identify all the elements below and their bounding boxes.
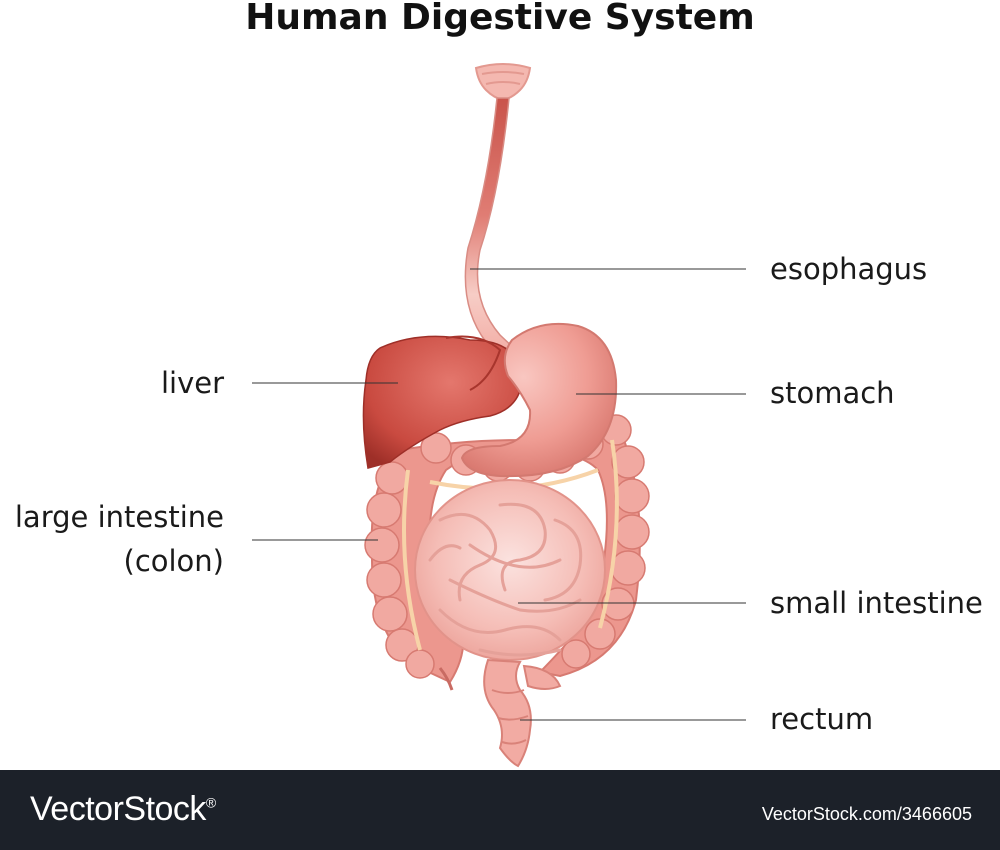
large-intestine-label-line1: large intestine bbox=[14, 500, 224, 534]
esophagus-label: esophagus bbox=[770, 252, 928, 286]
vectorstock-logo: VectorStock® bbox=[30, 790, 216, 829]
rectum-label: rectum bbox=[770, 702, 874, 736]
pharynx-shape bbox=[474, 63, 532, 102]
digestive-system-illustration bbox=[252, 63, 746, 768]
large-intestine-label-line2: (colon) bbox=[123, 544, 225, 578]
liver-label: liver bbox=[160, 366, 224, 400]
stock-image-id: VectorStock.com/3466605 bbox=[761, 804, 972, 824]
rectum-shape bbox=[483, 658, 562, 768]
esophagus-shape bbox=[464, 97, 520, 361]
large-intestine-label: large intestine (colon) bbox=[15, 495, 224, 583]
stomach-label: stomach bbox=[770, 376, 895, 410]
stomach-shape bbox=[460, 322, 618, 478]
registered-mark: ® bbox=[205, 794, 216, 811]
diagram-title: Human Digestive System bbox=[245, 0, 755, 38]
small-intestine-label: small intestine bbox=[770, 586, 983, 620]
liver-shape bbox=[362, 335, 523, 469]
brand-name: VectorStock bbox=[30, 790, 206, 828]
footer-bar: VectorStock® VectorStock.com/3466605 bbox=[0, 770, 1000, 850]
small-intestine-shape bbox=[414, 479, 606, 661]
